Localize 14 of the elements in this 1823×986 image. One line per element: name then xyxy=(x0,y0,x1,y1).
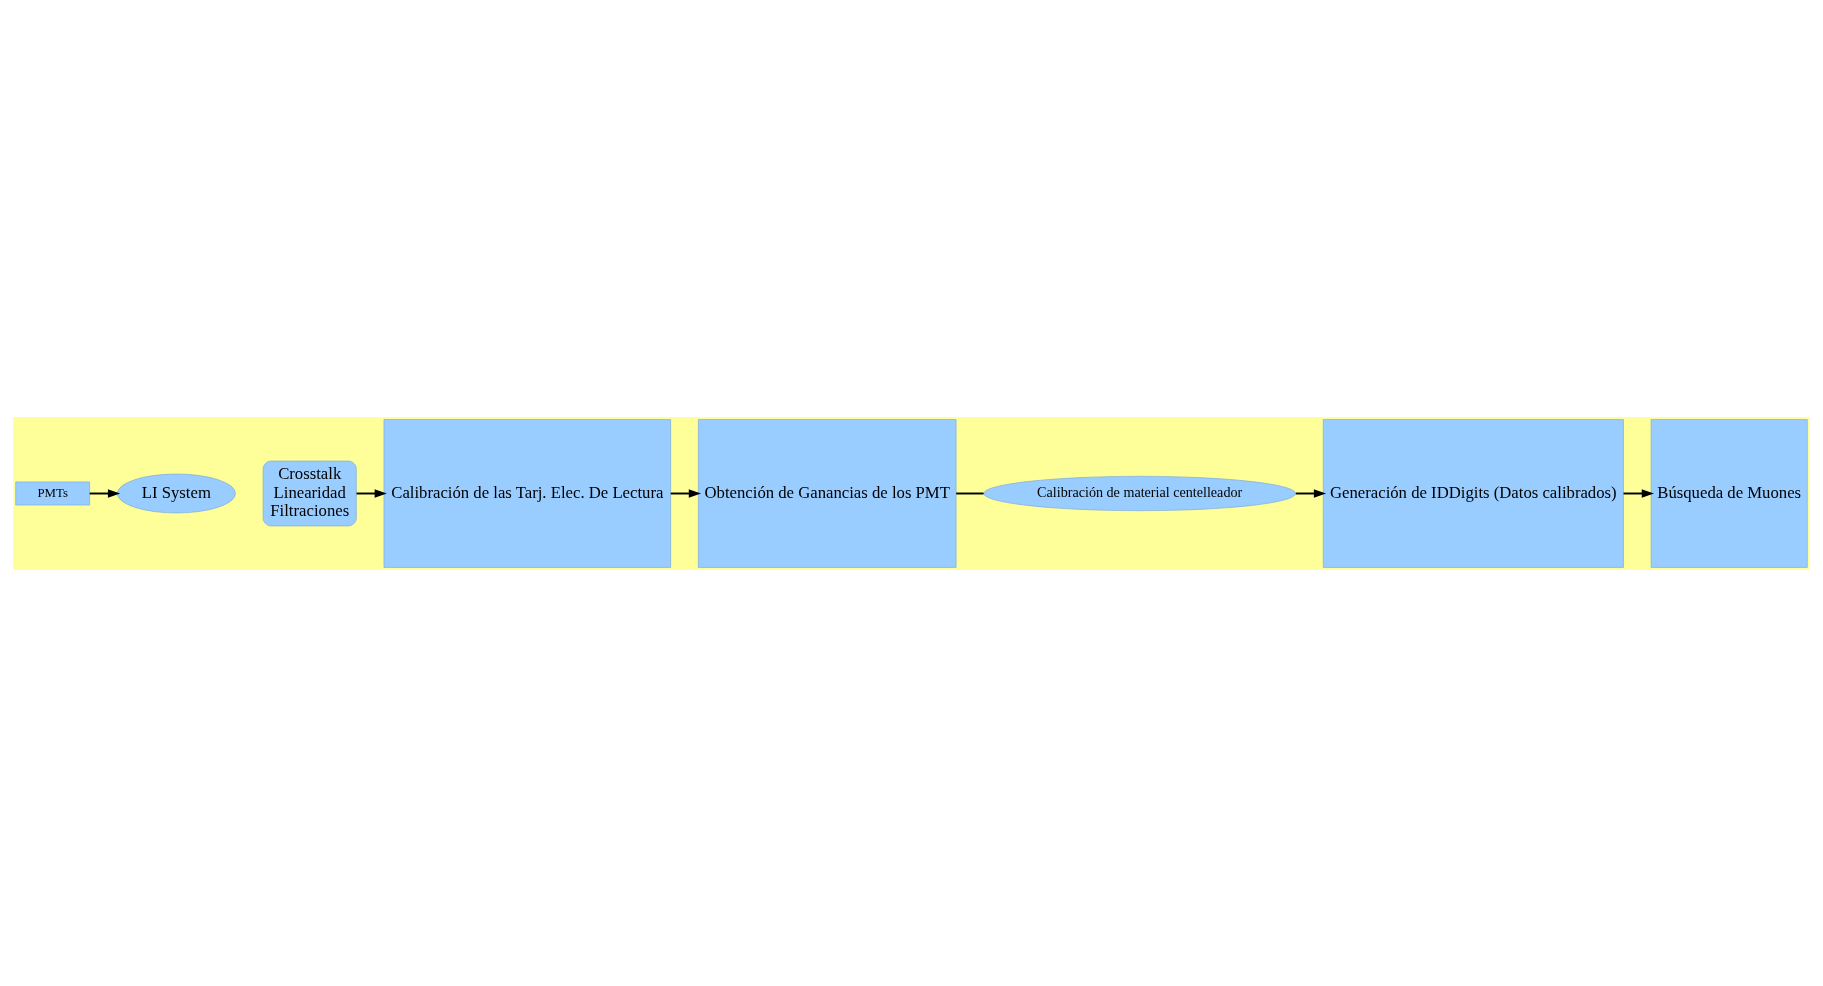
node-box: PMTs xyxy=(15,481,90,505)
node-ellipse: Calibración de material centelleador xyxy=(983,475,1296,511)
arrow xyxy=(88,488,121,498)
node-box: Generación de IDDigits (Datos calibrados) xyxy=(1322,418,1624,568)
node-box: Búsqueda de Muones xyxy=(1650,418,1808,568)
node-box: Crosstalk Linearidad Filtraciones xyxy=(262,460,357,526)
node-box: Obtención de Ganancias de los PMT xyxy=(698,418,957,568)
arrow xyxy=(669,488,702,498)
node-ellipse: LI System xyxy=(117,473,236,513)
arrow xyxy=(355,488,387,498)
arrow xyxy=(1622,488,1654,498)
connector xyxy=(955,492,985,494)
node-box: Calibración de las Tarj. Elec. De Lectura xyxy=(383,418,671,568)
arrow xyxy=(1294,488,1327,498)
